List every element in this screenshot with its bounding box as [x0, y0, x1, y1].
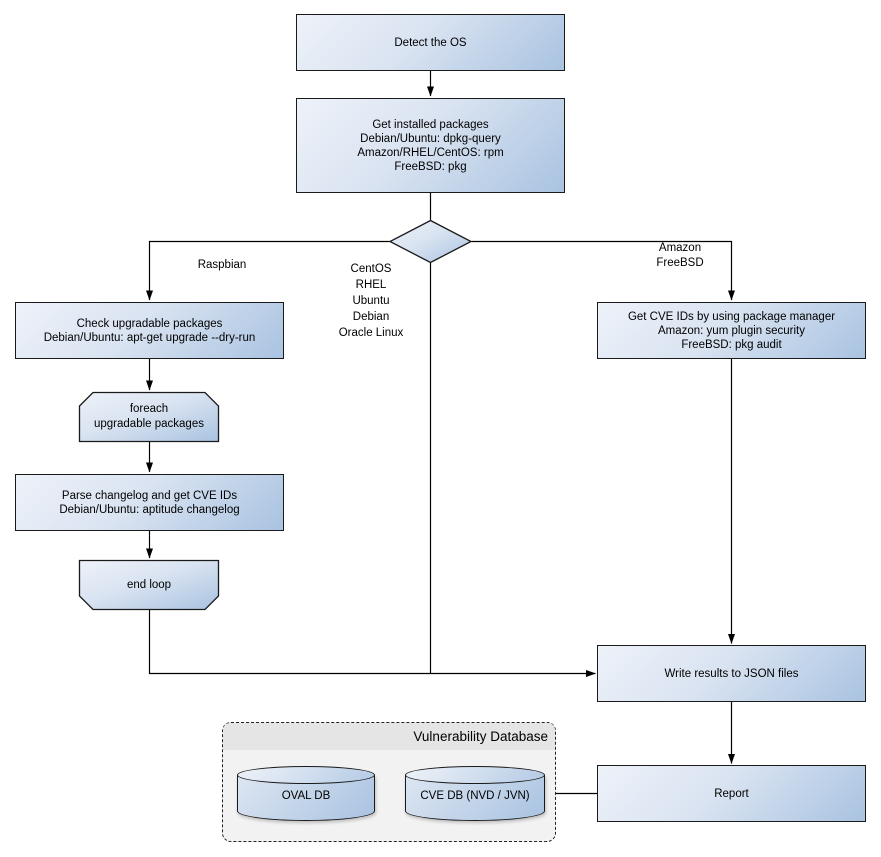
node-detect-os: Detect the OS [296, 14, 565, 71]
cve-db-cylinder-top [405, 766, 545, 784]
cve-db-cylinder-body [405, 775, 545, 821]
end-loop-shape [78, 559, 220, 611]
node-parse-changelog: Parse changelog and get CVE IDs Debian/U… [15, 474, 284, 531]
node-check-upgradable-packages: Check upgradable packages Debian/Ubuntu:… [15, 302, 284, 359]
cve-db-label: CVE DB (NVD / JVN) [420, 790, 530, 802]
connector-merge-to-write [148, 610, 596, 677]
node-report: Report [597, 765, 866, 822]
oval-db-cylinder: OVAL DB [237, 766, 375, 821]
foreach-loop-shape [78, 391, 220, 443]
branch-label-os-list: CentOS RHEL Ubuntu Debian Oracle Linux [338, 263, 404, 339]
cve-db-cylinder: CVE DB (NVD / JVN) [405, 766, 545, 821]
node-get-installed-packages: Get installed packages Debian/Ubuntu: dp… [296, 98, 565, 193]
foreach-loop-label: foreach upgradable packages [94, 403, 204, 430]
end-loop-label: end loop [126, 578, 172, 591]
branch-label-amazon-freebsd: Amazon FreeBSD [656, 242, 704, 269]
node-get-cve-ids: Get CVE IDs by using package manager Ama… [597, 302, 866, 359]
vulnerability-database-title: Vulnerability Database [223, 723, 555, 750]
oval-db-label: OVAL DB [281, 790, 331, 802]
os-decision-diamond [388, 219, 473, 264]
node-write-results: Write results to JSON files [597, 645, 866, 702]
branch-label-raspbian: Raspbian [197, 259, 247, 271]
oval-db-cylinder-top [237, 766, 375, 784]
